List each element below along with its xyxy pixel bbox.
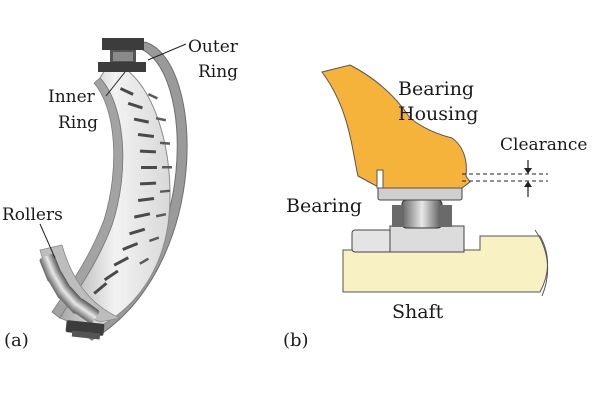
cage-right: [440, 205, 452, 227]
roller-element: [401, 199, 443, 229]
rollers-leader: [39, 223, 56, 259]
inner-ring-label-line1: Inner: [48, 87, 96, 107]
inner-race-left: [351, 229, 397, 253]
clearance-label: Clearance: [500, 135, 587, 155]
housing-lip: [376, 169, 384, 189]
shaft-label: Shaft: [392, 301, 444, 323]
panel-b-tag: (b): [283, 330, 309, 351]
bottom-rollers: [39, 244, 122, 324]
bearing-housing-shape: [321, 64, 471, 189]
shaft-break-line: [534, 229, 549, 297]
bearing-schematic: [321, 64, 549, 297]
outer-ring-label-line2: Ring: [198, 62, 238, 82]
outer-ring-band: [84, 41, 188, 341]
roller-slots-outer: [139, 92, 172, 265]
inner-race: [389, 225, 465, 253]
inner-flange: [51, 77, 124, 319]
bearing-housing-label-line1: Bearing: [398, 78, 474, 100]
arrow-head-down: [524, 168, 532, 174]
cage-left: [392, 205, 404, 227]
outer-ring-label-line1: Outer: [188, 37, 239, 57]
outer-ring-leader: [147, 43, 187, 61]
top-section-block: [98, 38, 146, 72]
panel-a-tag: (a): [4, 330, 29, 351]
roller-slots: [93, 87, 157, 295]
bearing-housing-label-line2: Housing: [398, 103, 478, 125]
bottom-section-block: [65, 320, 105, 340]
bearing-label: Bearing: [286, 195, 362, 217]
inner-ring-label-line2: Ring: [58, 113, 98, 133]
rollers-label: Rollers: [2, 205, 63, 225]
inner-ring-leader: [105, 71, 126, 97]
bearing-illustration: [39, 38, 188, 341]
arrow-head-up: [524, 181, 532, 187]
